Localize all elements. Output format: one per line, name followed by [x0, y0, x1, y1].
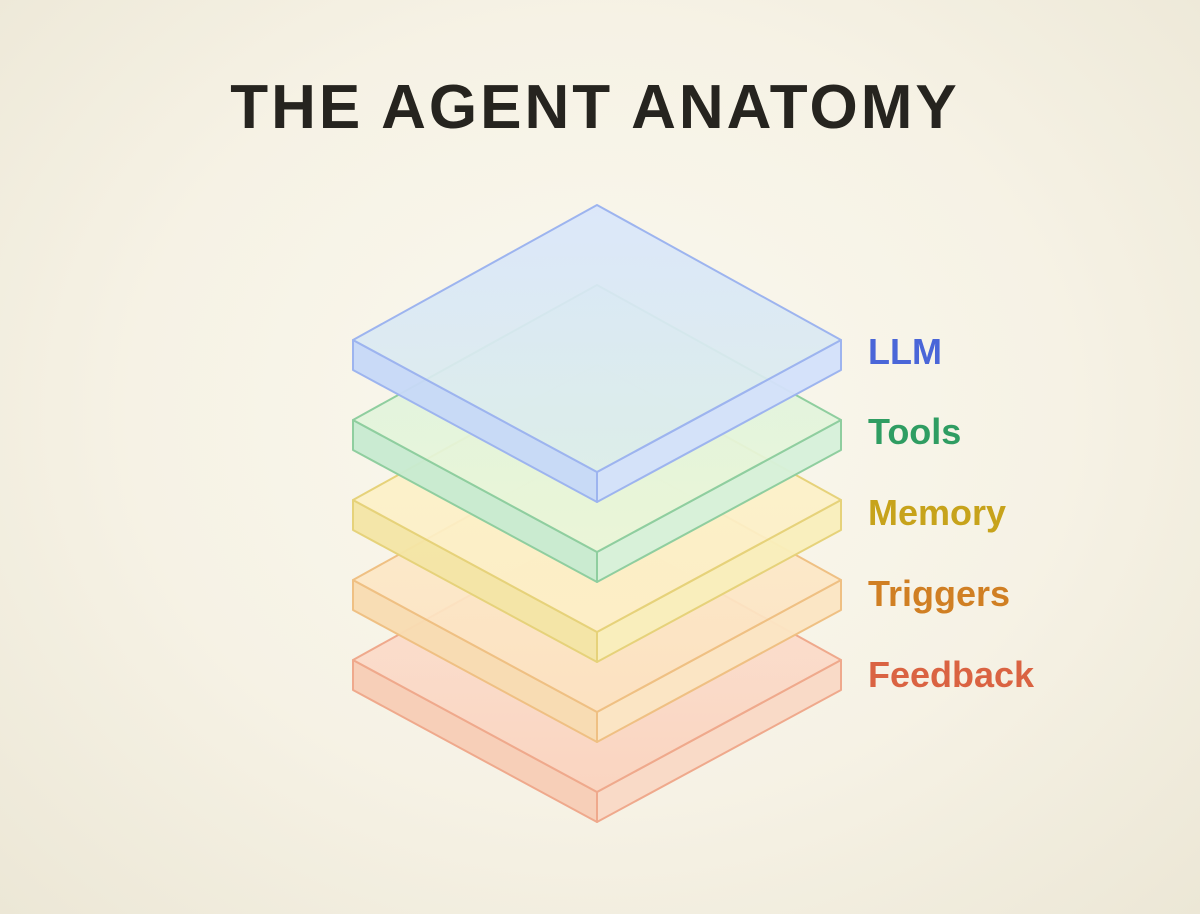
- layer-llm-top-face: [352, 204, 842, 473]
- layer-label-triggers: Triggers: [868, 573, 1010, 614]
- layer-label-tools: Tools: [868, 411, 961, 452]
- layer-label-llm: LLM: [868, 331, 942, 372]
- layer-llm: LLM: [352, 204, 942, 503]
- layer-label-memory: Memory: [868, 492, 1006, 533]
- diagram-title: THE AGENT ANATOMY: [230, 73, 960, 142]
- layer-label-feedback: Feedback: [868, 654, 1035, 695]
